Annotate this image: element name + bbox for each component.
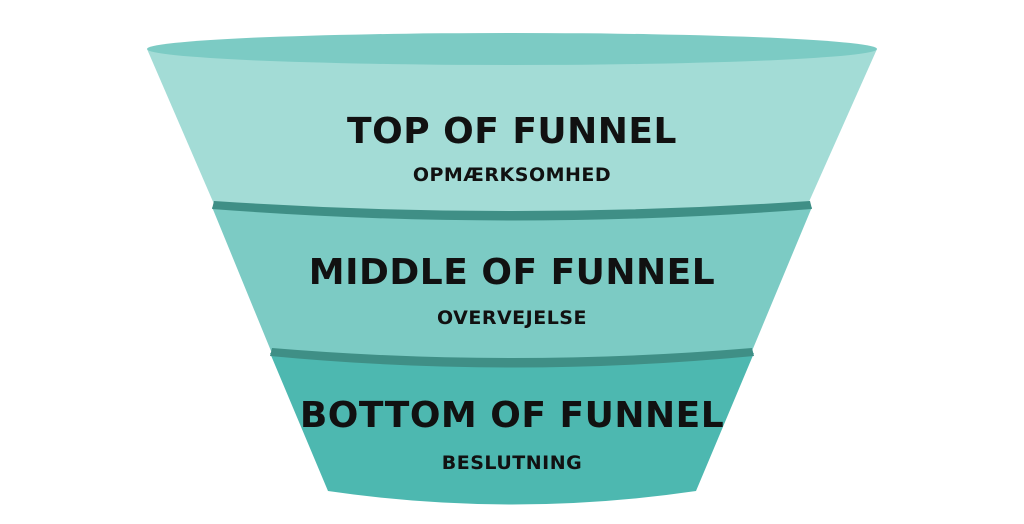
- funnel-divider-middle-bottom: [270, 348, 754, 368]
- funnel-stage-top: [147, 49, 877, 214]
- funnel-top-rim: [147, 33, 877, 65]
- funnel-stage-bottom: [270, 353, 754, 505]
- stage-subtitle-top: OPMÆRKSOMHED: [412, 164, 612, 186]
- stage-subtitle-bottom: BESLUTNING: [441, 452, 583, 474]
- stage-title-top: TOP OF FUNNEL: [347, 111, 677, 152]
- stage-title-bottom: BOTTOM OF FUNNEL: [299, 395, 725, 436]
- stage-subtitle-middle: OVERVEJELSE: [437, 307, 587, 329]
- funnel-stage-middle: [212, 207, 812, 362]
- stage-title-middle: MIDDLE OF FUNNEL: [308, 252, 716, 293]
- funnel-divider-top-middle: [212, 201, 812, 221]
